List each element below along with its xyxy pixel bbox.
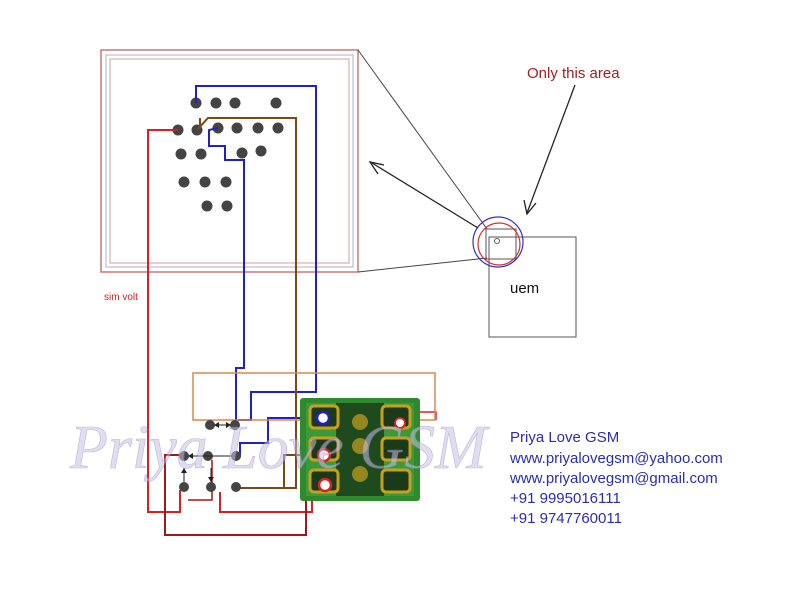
contact-line: www.priyalovegsm@yahoo.com <box>509 450 723 467</box>
bga-ball-grid <box>172 97 284 212</box>
bga-ball <box>229 97 241 109</box>
target-point <box>494 238 500 244</box>
bga-ball <box>231 122 243 134</box>
test-point <box>206 482 216 492</box>
bga-ball <box>236 147 248 159</box>
bga-ball <box>210 97 222 109</box>
annotation-label: Only this area <box>527 65 620 82</box>
test-point <box>230 420 240 430</box>
contact-line: www.priyalovegsm@gmail.com <box>509 470 718 487</box>
highlight-circle-red <box>477 222 521 266</box>
test-point <box>231 451 241 461</box>
contact-line: +91 9747760011 <box>510 510 622 527</box>
chip-label: uem <box>510 280 539 297</box>
dark-red-trace-mid <box>188 460 213 501</box>
bga-ball <box>201 200 213 212</box>
bga-ball <box>178 176 190 188</box>
target-chip <box>485 228 517 260</box>
contact-line: +91 9995016111 <box>510 490 621 507</box>
test-point <box>231 482 241 492</box>
uem-chip <box>488 236 577 338</box>
test-point <box>205 420 215 430</box>
projection-line-bottom <box>357 257 488 273</box>
sim-connector <box>300 398 420 501</box>
bga-ball <box>270 97 282 109</box>
contact-block: Priya Love GSM www.priyalovegsm@yahoo.co… <box>509 429 723 527</box>
pointer-arrow-to-frame <box>371 162 479 229</box>
bga-ball <box>199 176 211 188</box>
sim-volt-label: sim volt <box>104 292 138 303</box>
test-point <box>179 451 189 461</box>
bga-ball <box>272 122 284 134</box>
sim-volt-trace <box>147 129 181 513</box>
blue-trace-outer <box>195 85 317 421</box>
bga-ball <box>221 200 233 212</box>
contact-name: Priya Love GSM <box>510 429 619 446</box>
bga-ball <box>175 148 187 160</box>
highlight-circle-blue <box>472 216 524 268</box>
watermark: Priya Love GSM <box>69 414 490 482</box>
bga-ball <box>255 145 267 157</box>
projection-line-top <box>357 49 488 230</box>
pointer-arrow-from-label <box>526 84 576 214</box>
zoom-frame <box>100 49 359 273</box>
bga-ball <box>195 148 207 160</box>
blue-trace-sim <box>239 417 323 456</box>
test-point <box>179 482 189 492</box>
blue-trace-inner <box>208 127 245 430</box>
bga-ball <box>220 176 232 188</box>
brown-trace-main <box>196 117 297 489</box>
bga-ball <box>252 122 264 134</box>
